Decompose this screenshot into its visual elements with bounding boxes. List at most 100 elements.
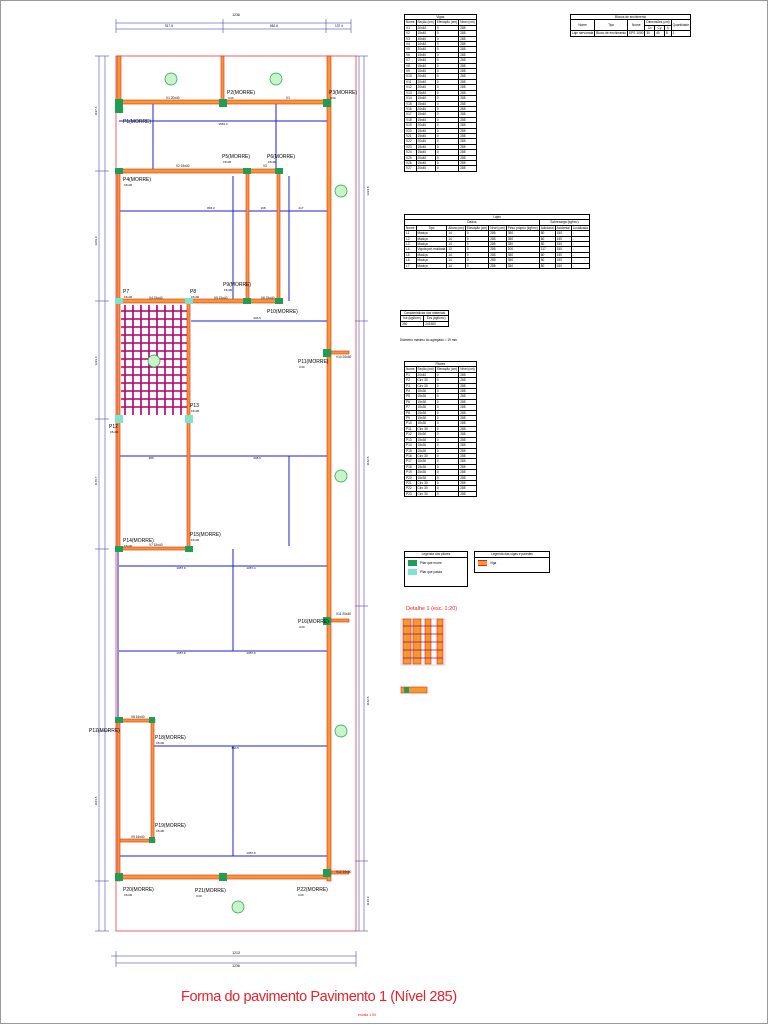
column-header: Ecs (kgf/cm²) — [423, 315, 449, 322]
slab-dim: 446.5 — [253, 316, 261, 320]
column-header: Dimensões (cm) — [644, 19, 672, 26]
pillar-size: 15x30 — [191, 538, 200, 542]
pillar-size: C30 — [228, 96, 234, 100]
slab-contour — [115, 55, 357, 932]
pillar-size: C30 — [299, 625, 305, 629]
pillar-dies-swatch — [408, 559, 417, 566]
dim-right: 1162.5 — [366, 696, 370, 705]
table-title: Lajes — [403, 213, 591, 221]
pillar-labels: P1(MORRE)P2(MORRE)C30P3(MORRE)C30P4(MORR… — [89, 90, 357, 898]
column-header: Nome — [404, 19, 417, 26]
pillar-size: C30 — [299, 365, 305, 369]
column-subheader: h — [663, 24, 672, 32]
dim-top-segment: 662.6 — [270, 24, 278, 28]
column-header: Seção (cm) — [415, 19, 436, 26]
dim-left: 1170.7 — [94, 476, 98, 485]
pillar-label: P4(MORRE) — [123, 177, 151, 183]
dim-top-segment: 917.5 — [165, 24, 173, 28]
slab-dim: 1057.9 — [246, 851, 256, 855]
table-cell: 150 — [554, 262, 572, 270]
beam-label: V12 20x40 — [336, 870, 351, 874]
table-cell: Vigota pré-moldada — [415, 246, 448, 253]
table-cell: Laje nervurada — [569, 30, 596, 37]
column-header: Tipo — [594, 19, 629, 32]
column-header: Localizada — [570, 224, 591, 232]
beam-label: V6 15x40 — [261, 296, 275, 300]
pillar-label: P8 — [190, 289, 196, 295]
slab-span-lines — [117, 101, 331, 881]
table-cell: 30 — [644, 30, 656, 37]
table-cell: 285 — [458, 490, 477, 498]
pillar-label: P12 — [109, 424, 118, 430]
pillar-label: P13 — [190, 403, 199, 409]
table-cell: Circ 30 — [415, 490, 436, 498]
column-header: Nome — [404, 366, 417, 373]
pillar-label: P21(MORRE) — [195, 888, 226, 894]
pillar-size: 15x30 — [156, 741, 165, 745]
slab-dim: 1057.4 — [246, 566, 256, 570]
slab-dim: 1057.9 — [176, 651, 186, 655]
table-cell: 250 — [399, 320, 425, 328]
dim-top-segment: 137.4 — [335, 24, 343, 28]
table-cell: Maciça — [415, 262, 448, 270]
pillar-label: P22(MORRE) — [297, 887, 328, 893]
pillar-size: 15x30 — [124, 893, 133, 897]
dim-top-total: 1236 — [232, 13, 240, 17]
table-title: Pilares — [404, 360, 477, 368]
table-cell: L7 — [404, 262, 417, 270]
table-cell: 14 — [446, 262, 466, 270]
pillar-size: 15x30 — [124, 295, 133, 299]
dimension-lines — [95, 19, 368, 967]
legend-item-label: Viga — [490, 560, 497, 565]
dim-left: 1197.6 — [94, 106, 98, 115]
column-header: Quantidade — [670, 19, 692, 32]
beam-label: V7 15x40 — [149, 543, 163, 547]
table-cell: 0 — [464, 262, 490, 270]
pillar-size: 15x30 — [191, 295, 200, 299]
pillar-size: 15x30 — [110, 430, 119, 434]
pillar-label: P3(MORRE) — [329, 90, 357, 96]
dim-left: 1223.4 — [94, 356, 98, 366]
pillar-legend: Legenda dos pilares Pilar que morre Pila… — [404, 551, 468, 587]
column-header: Nome — [569, 19, 596, 32]
beam-label: V3 — [263, 164, 267, 168]
drawing-scale: escala 1:50 — [358, 1013, 376, 1017]
pillars — [115, 99, 331, 881]
table-cell: P23 — [404, 490, 417, 498]
table-cell: 285 — [458, 165, 477, 172]
pillar-size: 15x30 — [124, 183, 133, 187]
pillar-label: P16(MORRE) — [298, 619, 329, 625]
legend-item-label: Pilar que morre — [420, 560, 442, 565]
legend-item-pillar-passes: Pilar que passa — [405, 567, 467, 576]
pillar-label: P7 — [123, 289, 129, 295]
slab-dim: 1057.9 — [176, 566, 186, 570]
dim-right: 1162.5 — [366, 456, 370, 465]
beam-label: V8 15x40 — [131, 715, 145, 719]
slab-dim: 804.2 — [207, 206, 215, 210]
rib-slab-grid — [121, 305, 187, 415]
materials-note: Diâmetro máximo do agregado = 19 mm — [400, 338, 458, 342]
beam-label: V1 — [286, 96, 290, 100]
dim-bottom-inner: 1213 — [232, 951, 240, 955]
column-header: Tipo — [415, 224, 448, 232]
column-header: Elevação (cm) — [434, 366, 460, 373]
